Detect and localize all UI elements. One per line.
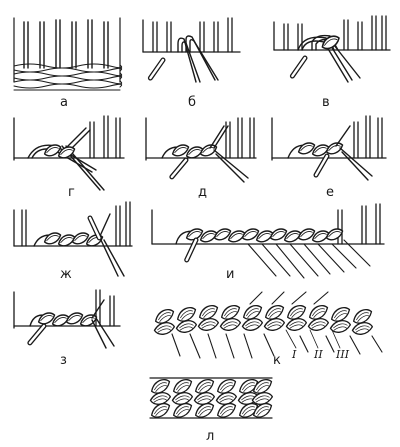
panel-v-loose-end bbox=[292, 58, 305, 76]
braid-marker-1: I bbox=[291, 348, 297, 361]
braid-marker-2: II bbox=[313, 348, 323, 361]
panel-zh-label: ж bbox=[60, 267, 72, 282]
panel-a: а bbox=[13, 17, 123, 110]
panel-l: л bbox=[149, 377, 274, 444]
panel-k-trailing-ends bbox=[171, 333, 383, 359]
panel-a-weave-base bbox=[13, 63, 123, 91]
panel-k-top-ends bbox=[249, 291, 329, 305]
panel-g-label: г bbox=[68, 185, 75, 200]
panel-v-stakes bbox=[273, 15, 391, 51]
panel-g-rods bbox=[27, 127, 105, 191]
panel-k-marker-lines bbox=[285, 329, 341, 349]
braid-marker-3: III bbox=[335, 348, 350, 361]
panel-i-braid bbox=[175, 227, 344, 245]
panel-a-stakes bbox=[13, 17, 121, 83]
panel-e: е bbox=[271, 115, 387, 200]
panel-g: г bbox=[13, 115, 125, 200]
panel-z-braid bbox=[29, 299, 115, 349]
panel-zh: ж bbox=[13, 201, 133, 282]
panel-b-label: б bbox=[188, 95, 196, 110]
panel-d-label: д bbox=[198, 185, 207, 200]
panel-b-loose-end bbox=[150, 60, 163, 78]
panel-k: I II III к bbox=[153, 291, 383, 368]
panel-a-label: а bbox=[60, 95, 68, 110]
panel-b-bent-rods bbox=[177, 35, 219, 83]
panel-d-braid bbox=[161, 125, 249, 183]
panel-i-loose-end bbox=[187, 240, 196, 260]
panel-i-trailing-ends bbox=[247, 239, 371, 279]
panel-z-stakes bbox=[13, 289, 121, 329]
panel-b-stakes bbox=[142, 17, 241, 53]
panel-i: и bbox=[151, 203, 385, 282]
panel-d-loose-end bbox=[172, 160, 186, 177]
panel-e-label: е bbox=[326, 185, 334, 200]
panel-d: д bbox=[145, 117, 257, 200]
panel-zh-braid bbox=[33, 213, 125, 277]
panel-e-loose-end bbox=[316, 156, 327, 175]
panel-z-loose-end bbox=[30, 326, 44, 343]
panel-v: в bbox=[273, 15, 391, 110]
panel-k-braid bbox=[153, 304, 374, 337]
panel-b: б bbox=[142, 17, 241, 110]
panel-e-braid bbox=[287, 125, 373, 181]
panel-l-braid bbox=[149, 377, 274, 419]
panel-l-label: л bbox=[206, 429, 214, 444]
panel-k-label: к bbox=[273, 353, 281, 368]
panel-v-label: в bbox=[322, 95, 330, 110]
panel-z: з bbox=[13, 289, 121, 368]
panel-z-label: з bbox=[60, 353, 67, 368]
panel-i-label: и bbox=[226, 267, 234, 282]
panel-i-stakes bbox=[151, 203, 385, 245]
panel-d-stakes bbox=[145, 117, 257, 161]
panel-e-stakes bbox=[271, 115, 387, 161]
